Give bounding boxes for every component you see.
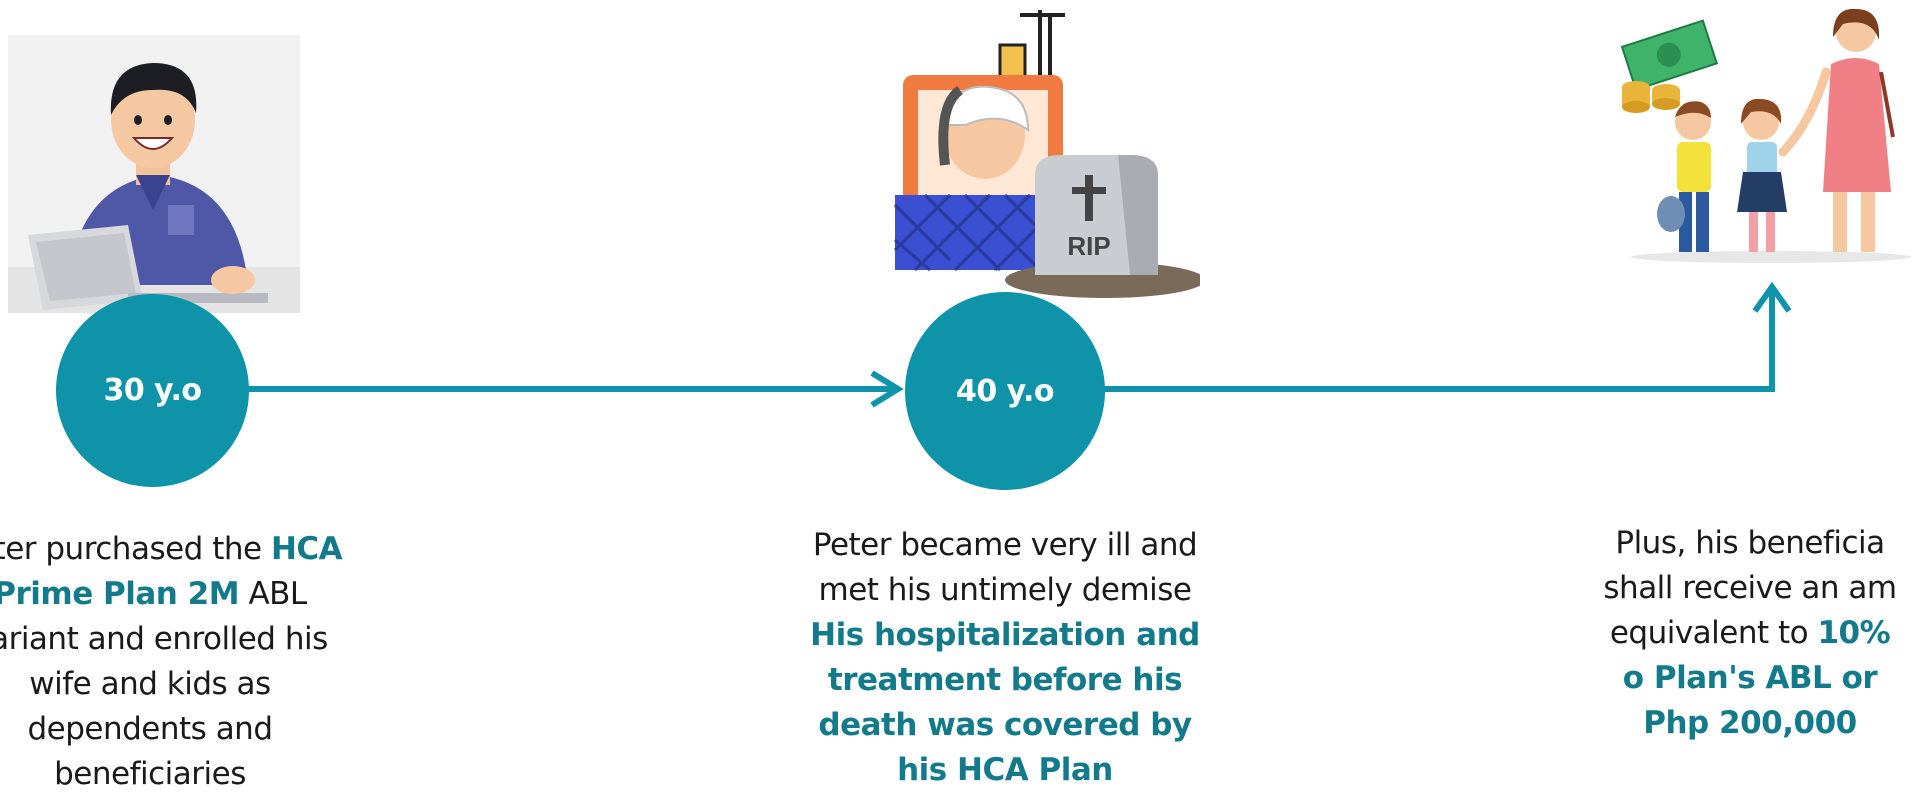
age-label: 40 y.o <box>956 374 1054 409</box>
desc-text: Peter purchased the <box>0 531 271 567</box>
milestone-description-2: Peter became very ill and met his untime… <box>805 523 1205 793</box>
family-with-money-illustration <box>1611 2 1911 272</box>
connector-line-2 <box>1100 290 1772 389</box>
tombstone-text: RIP <box>1067 231 1110 261</box>
hospital-bed-tombstone-illustration: RIP <box>890 5 1200 305</box>
man-at-laptop-illustration <box>8 35 300 313</box>
milestone-description-3: Plus, his beneficia shall receive an am … <box>1600 521 1900 746</box>
milestone-description-1: Peter purchased the HCA Prime Plan 2M AB… <box>0 527 360 797</box>
age-circle-30: 30 y.o <box>56 294 249 487</box>
age-circle-40: 40 y.o <box>905 292 1105 490</box>
desc-text: Peter became very ill and met his untime… <box>813 527 1197 608</box>
age-label: 30 y.o <box>103 373 201 408</box>
desc-highlight: His hospitalization and treatment before… <box>810 617 1200 788</box>
